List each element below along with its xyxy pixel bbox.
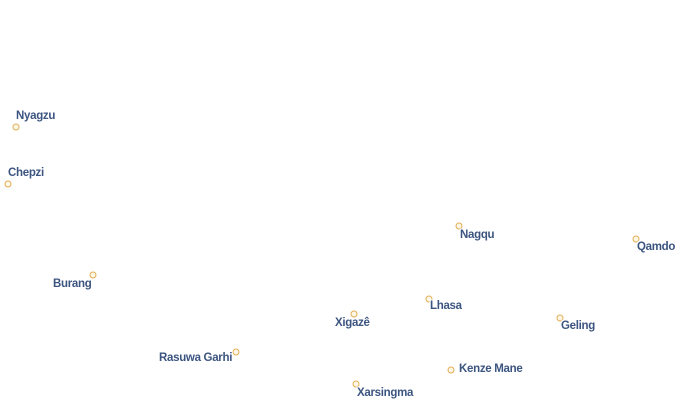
- city-marker-icon: [425, 295, 433, 303]
- place-label: Qamdo: [637, 241, 676, 253]
- city-marker-icon: [632, 235, 640, 243]
- place-label: Rasuwa Garhi: [159, 352, 233, 364]
- city-marker-icon: [4, 180, 12, 188]
- place-label: Lhasa: [430, 300, 462, 312]
- place-label: Geling: [561, 320, 595, 332]
- place-label: Nagqu: [460, 229, 495, 241]
- city-marker-icon: [350, 310, 358, 318]
- city-marker-icon: [232, 348, 240, 356]
- place-label: Xarsingma: [357, 387, 414, 399]
- city-marker-icon: [352, 380, 360, 388]
- city-marker-icon: [556, 314, 564, 322]
- place-label: Chepzi: [8, 167, 44, 179]
- city-marker-icon: [455, 222, 463, 230]
- city-marker-icon: [447, 366, 455, 374]
- city-marker-icon: [89, 271, 97, 279]
- place-label: Nyagzu: [16, 110, 56, 122]
- place-label: Burang: [53, 278, 92, 290]
- city-marker-icon: [12, 123, 20, 131]
- place-label: Kenze Mane: [459, 363, 523, 375]
- place-label: Xigazê: [335, 317, 370, 329]
